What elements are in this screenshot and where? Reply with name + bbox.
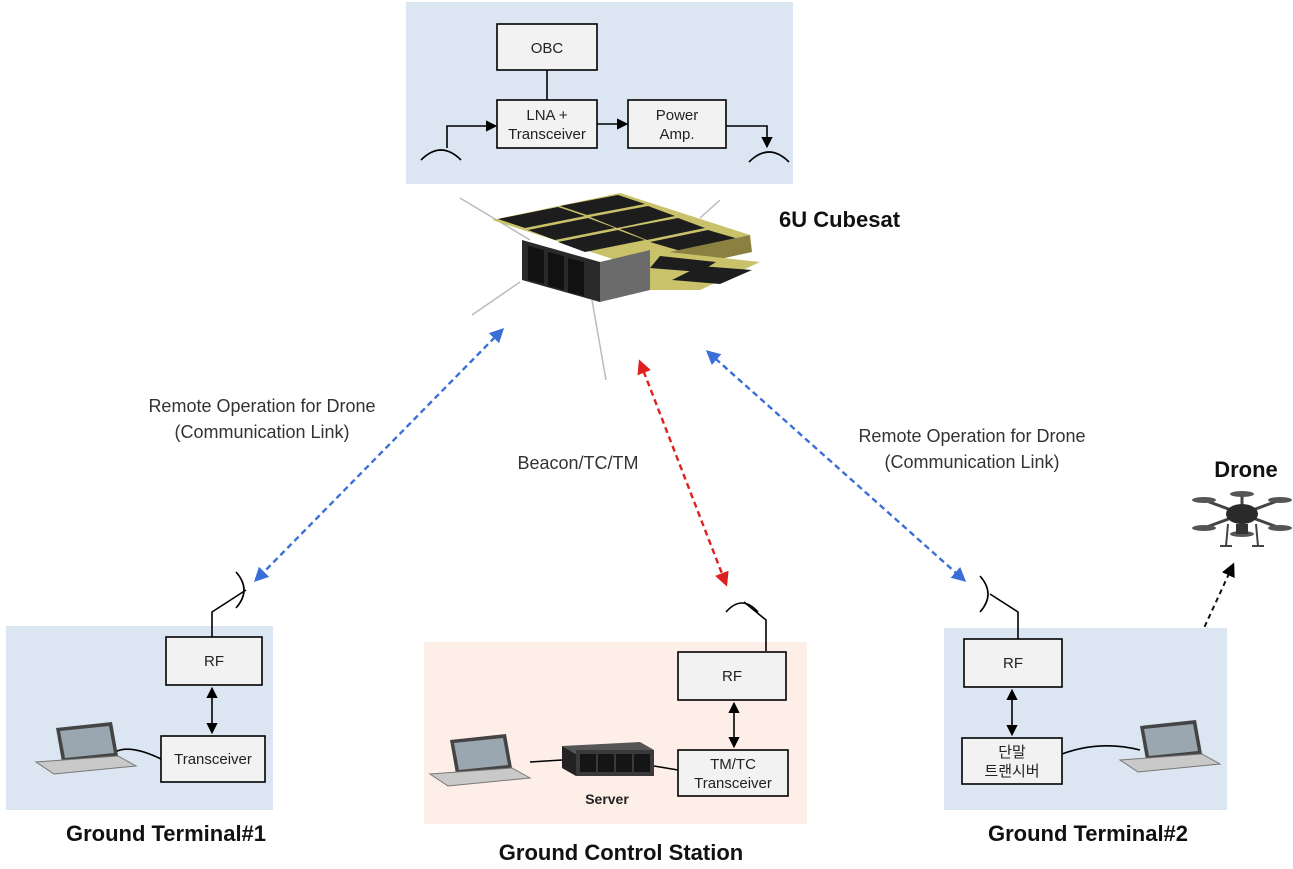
gcs-rf-label: RF [722,668,742,685]
gt1-title: Ground Terminal#1 [66,821,266,846]
gt2-laptop-cable [1061,745,1141,755]
gt1-rf-label: RF [204,653,224,670]
lna-label-line2: Transceiver [508,126,586,143]
center-link-label: Beacon/TC/TM [517,453,638,473]
gcs-tmtc-label-line1: TM/TC [710,756,756,773]
cubesat-title: 6U Cubesat [779,207,901,232]
gcs-laptop-icon [428,734,532,787]
rx-antenna-arrow [446,120,498,148]
gt1-antenna-icon [235,571,245,609]
gt2-terminal-label-line1: 단말 [998,744,1026,761]
gcs-server-tmtc-cable [653,765,679,771]
right-link-label-line2: (Communication Link) [884,452,1059,472]
lna-label-line1: LNA + [526,107,568,124]
lna-transceiver-box [496,99,598,149]
ground-control-station: RF TM/TC Transceiver Server [424,601,807,824]
ground-terminal-1: RF Transceiver [6,571,273,810]
gt2-antenna-feed [989,593,1019,639]
gt2-rf-box [963,638,1063,688]
gcs-title: Ground Control Station [499,840,743,865]
rx-antenna-icon [420,149,462,161]
gt1-transceiver-box [160,735,266,783]
server-icon [562,742,654,776]
center-beacon-link [637,359,729,587]
left-link-label-line2: (Communication Link) [174,422,349,442]
gt1-laptop-cable [114,748,162,760]
gcs-laptop-server-cable [529,759,563,763]
satellite-payload-panel: OBC LNA + Transceiver Power Amp. [406,2,793,184]
power-amp-box [627,99,727,149]
gt2-antenna-icon [979,575,989,613]
left-link-label-line1: Remote Operation for Drone [148,396,375,416]
tx-antenna-icon [748,151,790,163]
cubesat-icon [459,193,760,381]
obc-label: OBC [531,40,564,57]
gcs-rf-box [677,651,787,701]
drone-title: Drone [1214,457,1278,482]
ground-terminal-2: RF 단말 트랜시버 [944,575,1227,810]
pa-label-line2: Amp. [659,126,694,143]
obc-box [496,23,598,71]
left-comm-link [253,327,505,583]
gt2-terminal-transceiver-box [961,737,1063,785]
gcs-antenna-icon [725,602,759,613]
gcs-tmtc-label-line2: Transceiver [694,775,772,792]
gcs-tmtc-box [677,749,789,797]
pa-label-line1: Power [656,107,699,124]
gcs-antenna-feed [743,601,767,651]
gt1-transceiver-label: Transceiver [174,751,252,768]
gt2-terminal-label-line2: 트랜시버 [984,763,1039,780]
payload-panel-bg [406,2,793,184]
gt1-rf-box [165,636,263,686]
gt1-laptop-icon [34,722,138,775]
gt1-antenna-feed [211,589,247,637]
right-comm-link [705,350,967,582]
right-link-label-line1: Remote Operation for Drone [858,426,1085,446]
gt2-title: Ground Terminal#2 [988,821,1188,846]
drone-icon [1192,491,1292,547]
tx-antenna-arrow [726,125,773,149]
gt2-laptop-icon [1118,720,1222,773]
server-label: Server [585,791,629,807]
gt2-rf-label: RF [1003,655,1023,672]
